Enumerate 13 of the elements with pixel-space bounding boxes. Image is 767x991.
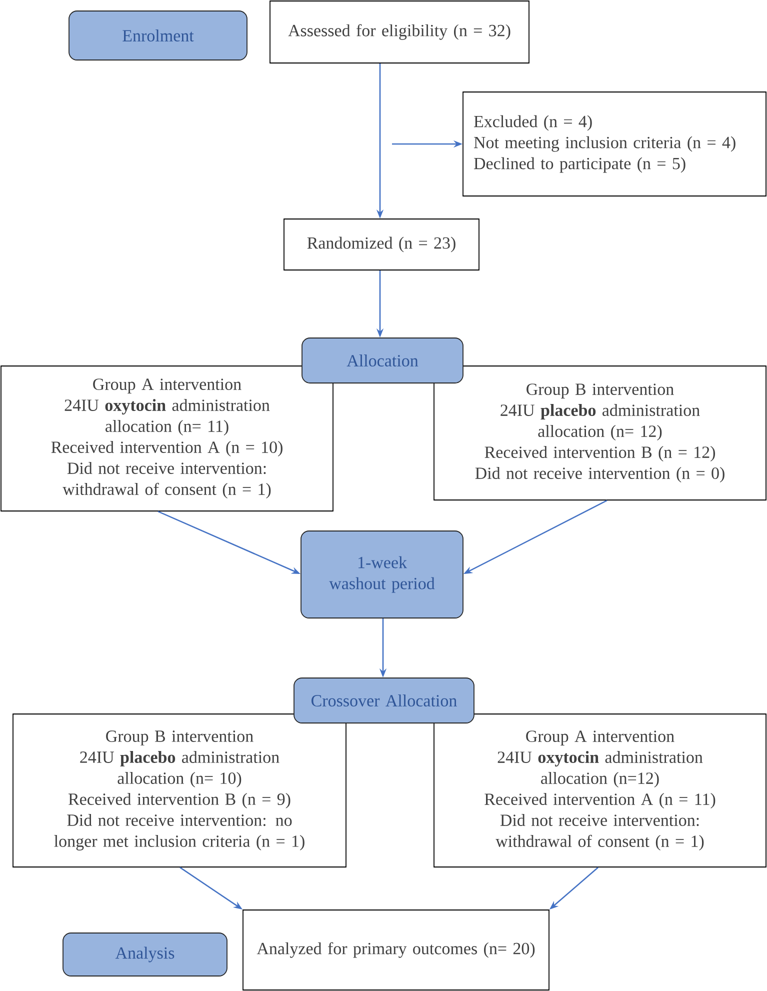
stage-label: Crossover Allocation [294, 678, 474, 724]
stage-label: Allocation [302, 338, 464, 384]
process-box: Group A intervention 24IU oxytocin administration allocation (n=12) Received intervention A (n = 11) Did not receive intervention: withdrawal of consent (n = 1) [434, 714, 766, 868]
process-box: Assessed for eligibility (n = 32) [270, 0, 530, 64]
stage-label: Enrolment [68, 10, 248, 60]
process-box: Group B intervention 24IU placebo administration allocation (n= 12) Received intervention B (n = 12) Did not receive intervention (n = 0) [434, 366, 766, 500]
process-box: Randomized (n = 23) [284, 218, 480, 270]
stage-label: 1-week washout period [300, 530, 464, 618]
process-box: Excluded (n = 4) Not meeting inclusion criteria (n = 4) Declined to participate (n = 5) [462, 92, 766, 196]
process-box: Group A intervention 24IU oxytocin administration allocation (n= 11) Received intervention A (n = 10) Did not receive intervention: withdrawal of consent (n = 1) [0, 366, 334, 512]
stage-label: Analysis [62, 932, 228, 976]
process-box: Group B intervention 24IU placebo administration allocation (n= 10) Received intervention B (n = 9) Did not receive intervention: no longer met inclusion criteria (n = 1) [12, 714, 346, 868]
process-box: Analyzed for primary outcomes (n= 20) [242, 910, 550, 990]
